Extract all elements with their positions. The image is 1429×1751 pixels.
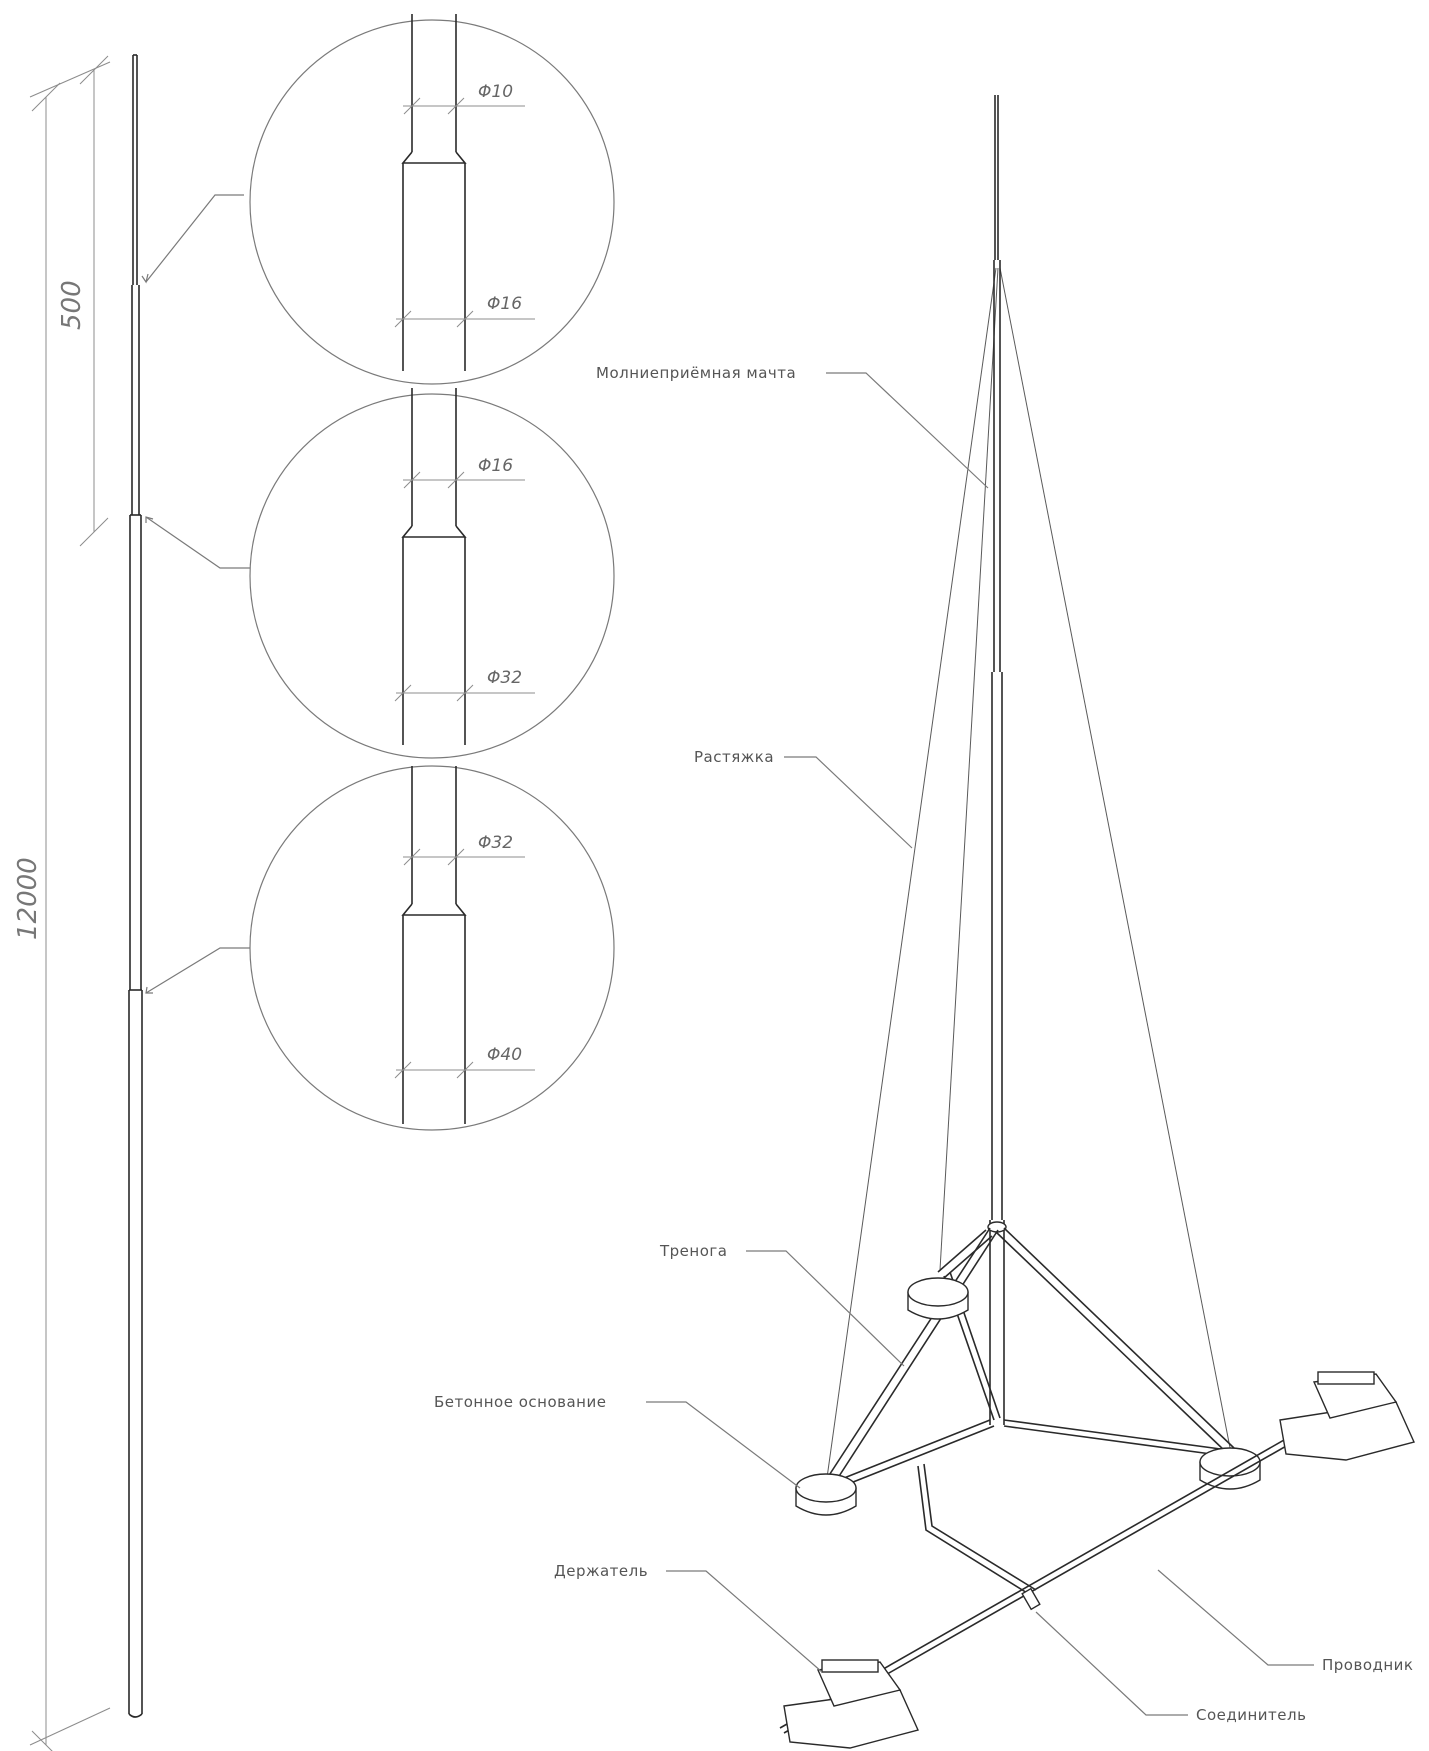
detail-circle-3: Φ32 Φ40: [249, 765, 615, 1131]
concrete-bases: [795, 1277, 1261, 1516]
detail-3-lower-diameter: Φ40: [487, 1045, 522, 1065]
dimension-total-height: 12000: [13, 61, 111, 1751]
label-tripod: Тренога: [659, 1242, 727, 1260]
label-mast: Молниеприёмная мачта: [596, 364, 796, 382]
label-connector: Соединитель: [1196, 1706, 1306, 1724]
mast-elevation: [128, 54, 143, 1718]
mast-isometric: [987, 95, 1007, 1425]
detail-circle-2: Φ16 Φ32: [249, 388, 615, 759]
detail-2-upper-diameter: Φ16: [478, 456, 513, 476]
label-guy: Растяжка: [694, 748, 774, 766]
label-holder: Держатель: [554, 1562, 648, 1580]
detail-leaders: [141, 194, 250, 994]
detail-2-lower-diameter: Φ32: [487, 668, 522, 688]
dimension-tip-length: 500: [57, 55, 109, 547]
dimension-total-height-text: 12000: [13, 857, 43, 940]
dimension-tip-length-text: 500: [57, 280, 87, 330]
holders: [783, 1371, 1415, 1749]
isometric-view: [779, 95, 1415, 1749]
connector: [1021, 1587, 1041, 1611]
guy-wires: [825, 267, 1233, 1486]
label-conductor: Проводник: [1322, 1656, 1413, 1674]
tripod: [825, 1227, 1235, 1489]
detail-1-upper-diameter: Φ10: [478, 82, 513, 102]
detail-3-upper-diameter: Φ32: [478, 833, 513, 853]
detail-circle-1: Φ10 Φ16: [249, 14, 615, 385]
detail-1-lower-diameter: Φ16: [487, 294, 522, 314]
label-base: Бетонное основание: [434, 1393, 606, 1411]
callouts: Молниеприёмная мачта Растяжка Тренога Бе…: [434, 364, 1413, 1724]
